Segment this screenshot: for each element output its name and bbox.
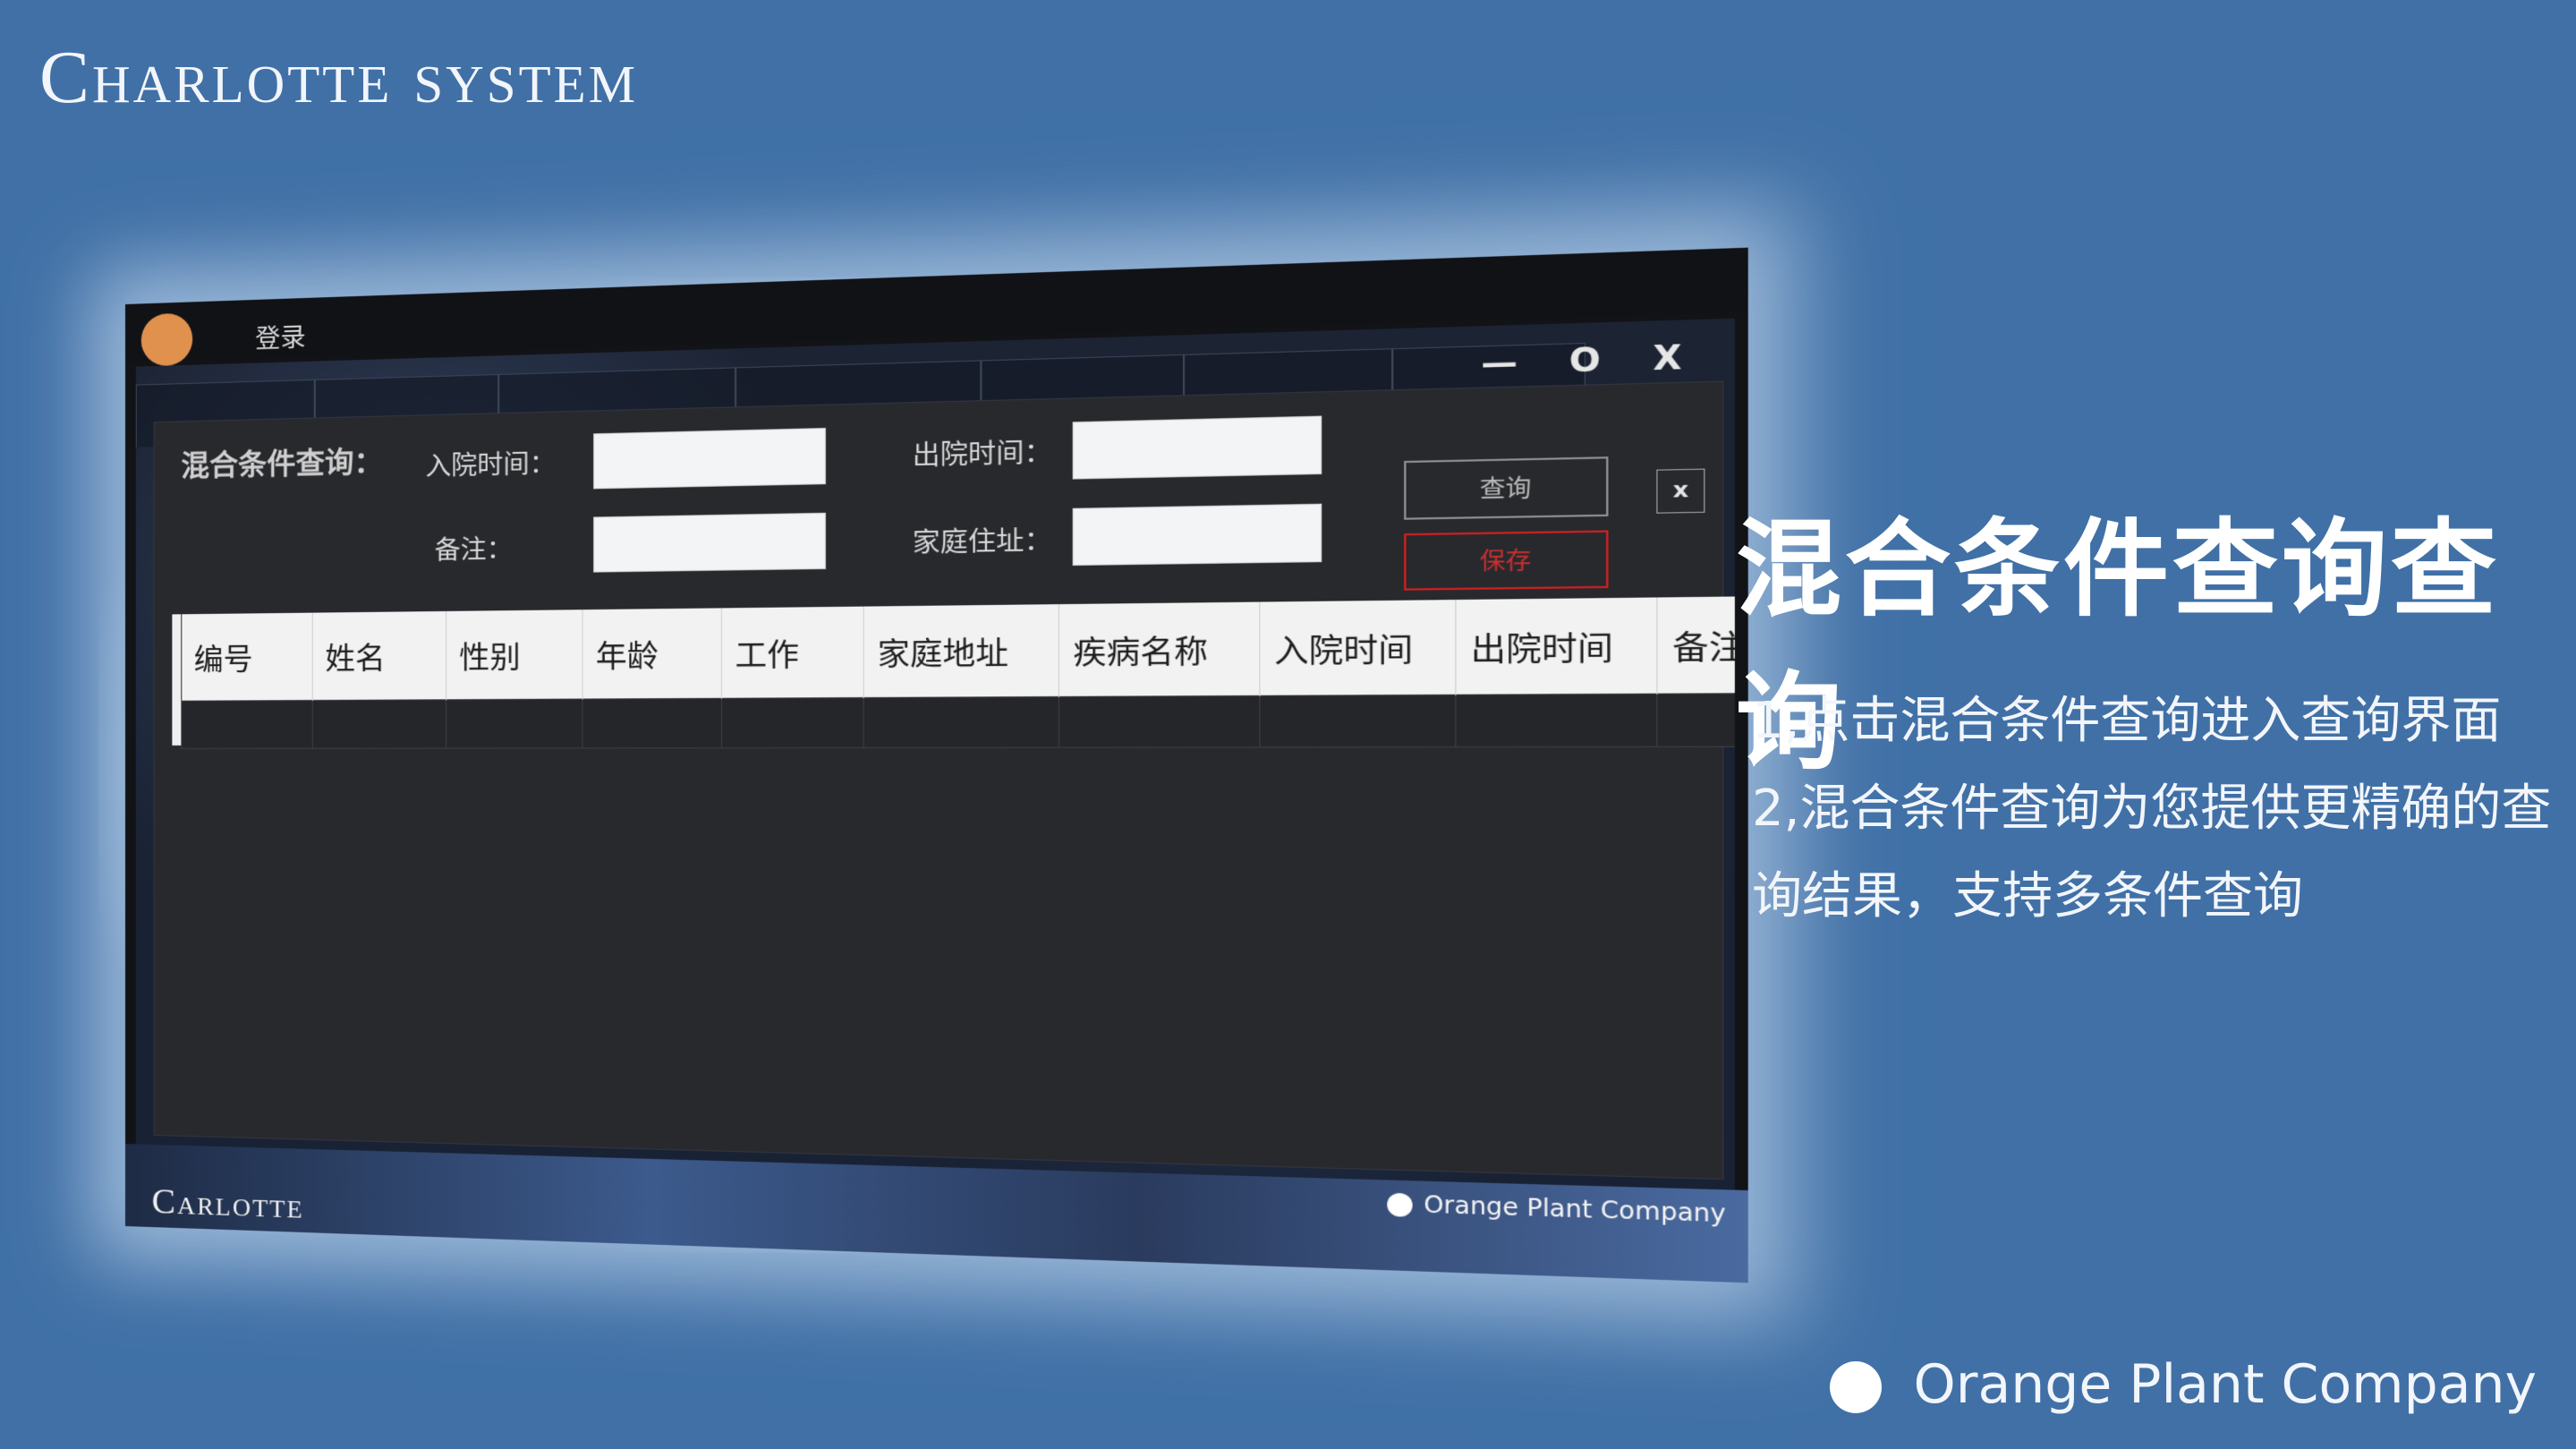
window-controls[interactable]: — O X <box>1481 337 1702 383</box>
col-remark[interactable]: 备注 <box>1656 596 1735 694</box>
app-window-mockup: 登录 — O X 混合条件查询： 入院时间： 出院时间： 备注： <box>116 295 1602 1235</box>
app-content: — O X 混合条件查询： 入院时间： 出院时间： 备注： 家庭住址： 查询 保… <box>136 319 1735 1190</box>
col-id[interactable]: 编号 <box>182 613 312 702</box>
admit-time-label: 入院时间： <box>425 444 556 483</box>
col-job[interactable]: 工作 <box>721 607 863 699</box>
admit-time-input[interactable] <box>593 428 826 489</box>
query-panel: 混合条件查询： 入院时间： 出院时间： 备注： 家庭住址： 查询 保存 x 编号 <box>154 381 1724 1180</box>
slide-title: Charlotte system <box>39 34 638 121</box>
query-button[interactable]: 查询 <box>1404 456 1608 520</box>
col-discharge-time[interactable]: 出院时间 <box>1455 598 1656 695</box>
info-line-1: 1,点击混合条件查询进入查询界面 <box>1752 680 2501 753</box>
remark-input[interactable] <box>593 513 826 573</box>
close-button[interactable]: x <box>1656 469 1705 514</box>
remark-label: 备注： <box>435 529 513 567</box>
col-age[interactable]: 年龄 <box>582 608 720 699</box>
col-gender[interactable]: 性别 <box>446 609 582 700</box>
col-admit-time[interactable]: 入院时间 <box>1259 600 1455 695</box>
info-line-3: 询结果，支持多条件查询 <box>1752 856 2303 928</box>
row-selector[interactable] <box>172 614 181 746</box>
circle-icon <box>1388 1193 1413 1217</box>
circle-icon <box>1830 1361 1882 1413</box>
bottom-company-label: Orange Plant Company <box>1914 1353 2537 1416</box>
address-label: 家庭住址： <box>913 520 1052 560</box>
col-address[interactable]: 家庭地址 <box>863 604 1058 697</box>
col-name[interactable]: 姓名 <box>312 611 446 701</box>
discharge-time-input[interactable] <box>1073 416 1322 480</box>
table-row[interactable] <box>182 694 1735 749</box>
window-company-label: Orange Plant Company <box>1424 1191 1726 1228</box>
info-line-2: 2,混合条件查询为您提供更精确的查 <box>1752 768 2551 840</box>
col-disease[interactable]: 疾病名称 <box>1058 602 1259 697</box>
table-header-row: 编号 姓名 性别 年龄 工作 家庭地址 疾病名称 入院时间 出院时间 备注 <box>182 596 1735 701</box>
login-label[interactable]: 登录 <box>255 318 305 355</box>
app-window: 登录 — O X 混合条件查询： 入院时间： 出院时间： 备注： <box>125 248 1748 1283</box>
patient-table: 编号 姓名 性别 年龄 工作 家庭地址 疾病名称 入院时间 出院时间 备注 <box>181 596 1735 749</box>
save-button[interactable]: 保存 <box>1404 530 1608 590</box>
bottom-company: Orange Plant Company <box>1830 1353 2537 1416</box>
app-logo-icon <box>141 312 192 366</box>
address-input[interactable] <box>1073 504 1322 566</box>
window-brand: Carlotte <box>152 1180 304 1227</box>
panel-title: 混合条件查询： <box>181 439 383 485</box>
window-company: Orange Plant Company <box>1388 1189 1726 1228</box>
discharge-time-label: 出院时间： <box>913 432 1052 473</box>
